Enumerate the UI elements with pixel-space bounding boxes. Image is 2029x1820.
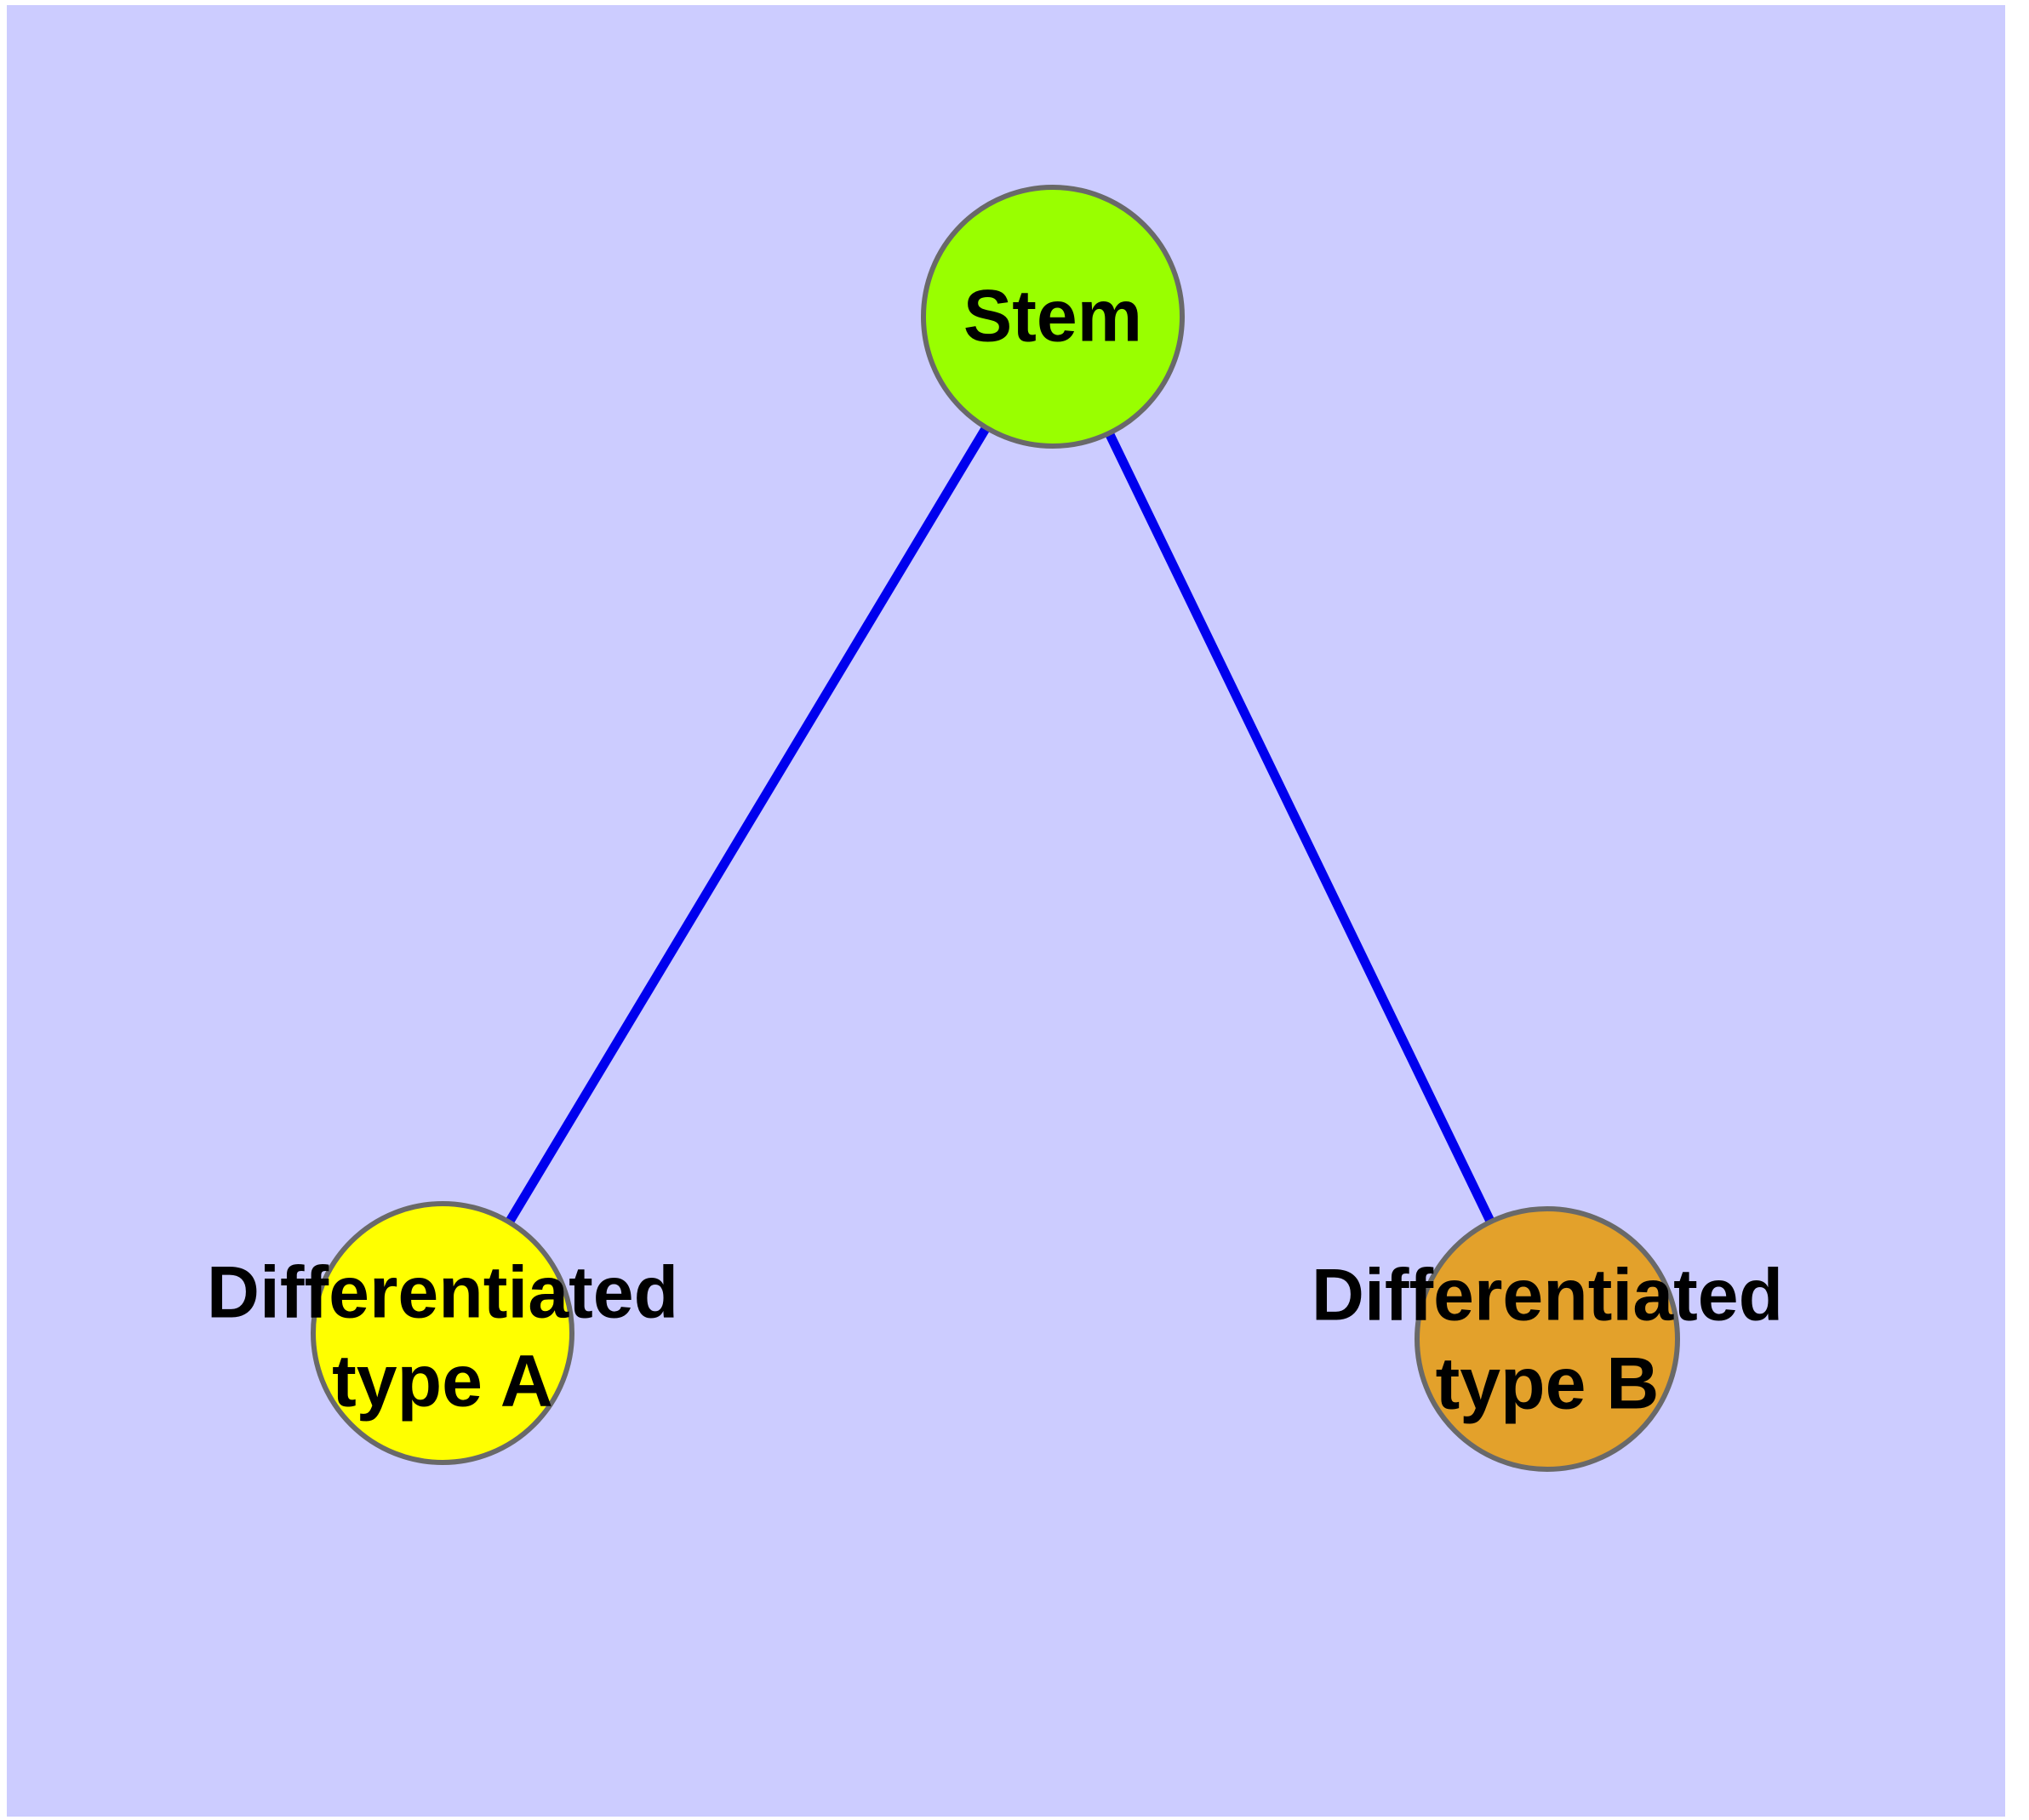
node-differentiated-type-b[interactable] xyxy=(1415,1206,1680,1472)
node-differentiated-type-a[interactable] xyxy=(311,1201,574,1465)
label-layer: Stem Differentiated type A Differentiate… xyxy=(207,276,1783,1425)
node-stem[interactable] xyxy=(921,185,1185,449)
node-differentiated-type-b-label-line2: type B xyxy=(1436,1343,1660,1425)
node-differentiated-type-a-circle[interactable] xyxy=(311,1201,574,1465)
edge-stem-to-differentiated-type-a[interactable] xyxy=(438,314,1057,1336)
edge-stem-to-differentiated-type-b[interactable] xyxy=(1049,314,1552,1342)
node-differentiated-type-a-label-line2: type A xyxy=(332,1341,553,1422)
node-differentiated-type-b-circle[interactable] xyxy=(1415,1206,1680,1472)
node-differentiated-type-b-label-line1: Differentiated xyxy=(1312,1255,1783,1336)
edge-layer xyxy=(438,314,1552,1342)
node-layer xyxy=(311,185,1680,1472)
node-differentiated-type-a-label-line1: Differentiated xyxy=(207,1252,678,1334)
node-stem-circle[interactable] xyxy=(921,185,1185,449)
node-stem-label: Stem xyxy=(963,276,1142,358)
